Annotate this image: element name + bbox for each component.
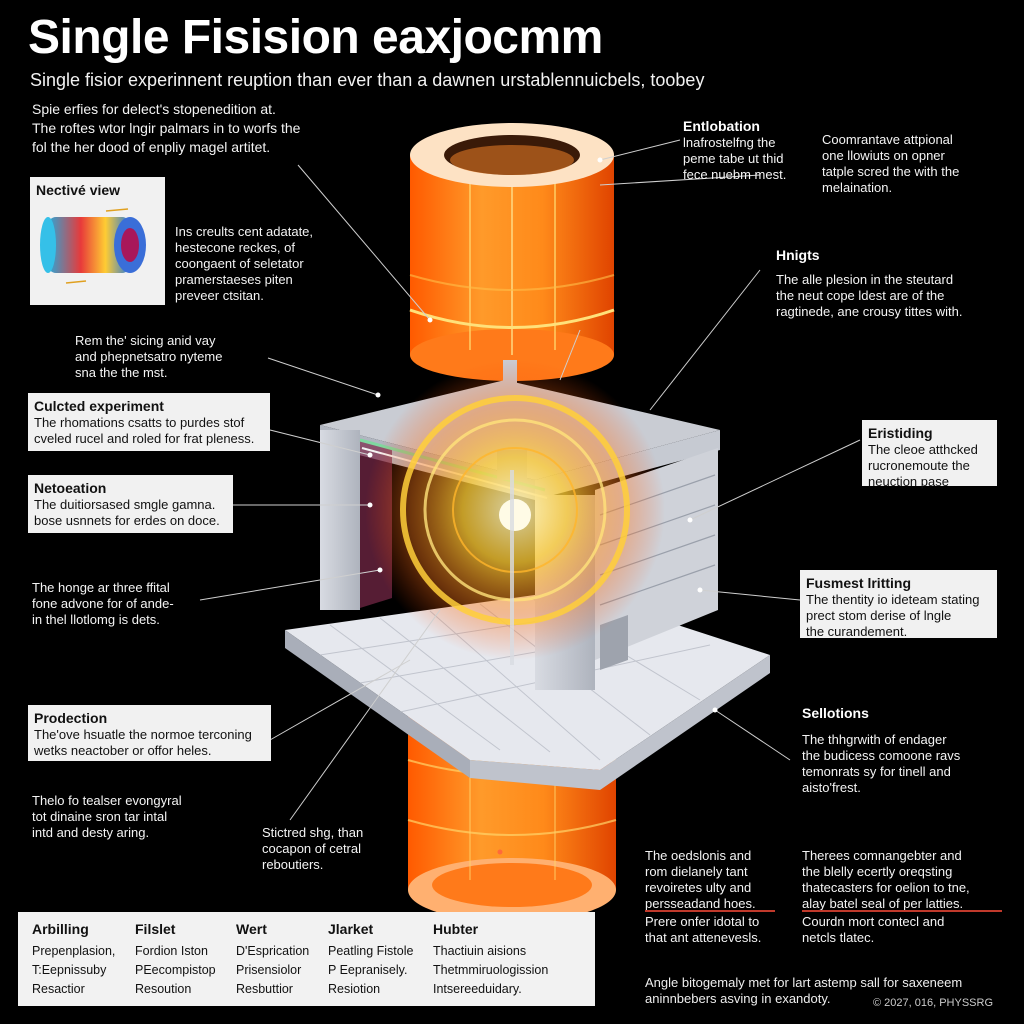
leader-dots (367, 157, 718, 855)
left-label-culcted: Culcted experiment The rhomations csatts… (28, 393, 270, 451)
left-label-prodection: Prodection The'ove hsuatle the normoe te… (28, 705, 271, 761)
table-header: Hubter (433, 921, 479, 937)
bottom-note-left-a: The oedslonis and rom dielanely tant rev… (645, 848, 756, 911)
page-title: Single Fisision eaxjocmm (28, 11, 603, 64)
left-label-prodection-text: The'ove hsuatle the normoe terconing wet… (34, 727, 252, 758)
leader-lines (199, 139, 861, 821)
summary-table: Arbilling Prepenplasion, T:Eepnissuby Re… (18, 912, 595, 1006)
intro-text: Spie erfies for delect's stopenedition a… (32, 101, 301, 155)
right-label-hnigts-text: The alle plesion in the steutard the neu… (776, 272, 963, 319)
table-cell: Resoution (135, 982, 192, 996)
right-label-fusmest: Fusmest lritting The thentity io ideteam… (800, 570, 997, 639)
left-label-culcted-text: The rhomations csatts to purdes stof cve… (34, 415, 255, 446)
table-cell: T:Eepnissuby (32, 963, 107, 977)
table-cell: Resbuttior (236, 982, 293, 996)
table-column: Filslet Fordion Iston PEecompistop Resou… (135, 920, 216, 999)
table-header: Jlarket (328, 921, 374, 937)
bottom-note-left-b: Prere onfer idotal to that ant atteneves… (645, 914, 762, 945)
left-label-culcted-heading: Culcted experiment (34, 398, 164, 414)
copyright: © 2027, 016, PHYSSRG (873, 997, 994, 1009)
divider-left (645, 910, 775, 912)
right-label-sellotions-text: The thhgrwith of endager the budicess co… (802, 732, 961, 795)
bottom-note-right-b: Courdn mort contecl and netcls tlatec. (802, 914, 945, 945)
right-label-2-text: Coomrantave attpional one llowiuts on op… (822, 132, 960, 195)
left-label-4-text: The honge ar three ffital fone advone fo… (32, 580, 174, 627)
right-label-fusmest-heading: Fusmest lritting (806, 575, 912, 591)
right-label-eristiding-heading: Eristiding (868, 425, 933, 441)
right-label-fusmest-text: The thentity io ideteam stating prect st… (806, 592, 980, 639)
table-header: Arbilling (32, 921, 89, 937)
right-label-entlobation-heading: Entlobation (683, 118, 760, 134)
left-label-netoeation-text: The duitiorsased smgle gamna. bose usnne… (34, 497, 220, 528)
table-cell: Fordion Iston (135, 944, 208, 958)
table-cell: Prisensiolor (236, 963, 302, 977)
left-label-netoeation-heading: Netoeation (34, 480, 107, 496)
table-header: Wert (236, 921, 267, 937)
nective-view-heading: Nectivé view (36, 182, 121, 198)
right-label-sellotions: Sellotions The thhgrwith of endager the … (802, 704, 960, 796)
right-label-hnigts: Hnigts The alle plesion in the steutard … (776, 246, 962, 320)
divider-right (802, 910, 1002, 912)
right-label-hnigts-heading: Hnigts (776, 247, 820, 263)
nective-view-text: Ins creults cent adatate, hestecone reck… (175, 224, 314, 303)
right-label-sellotions-heading: Sellotions (802, 705, 869, 721)
center-note: Stictred shg, than cocapon of cetral reb… (262, 825, 364, 872)
cylinder-thumbnail (40, 208, 146, 284)
table-header: Filslet (135, 921, 176, 937)
right-label-eristiding-text: The cleoe atthcked rucronemoute the neuc… (868, 442, 978, 489)
table-column: Hubter Thactiuin aisions Thetmmiruologis… (433, 920, 548, 999)
bottom-note-right-a: Therees comnangebter and the blelly ecer… (802, 848, 970, 911)
page-subtitle: Single fisior experinnent reuption than … (30, 70, 705, 90)
table-cell: Intsereeduidary. (433, 982, 522, 996)
table-cell: D'Esprication (236, 944, 310, 958)
right-label-entlobation: Entlobation lnafrostelfng the peme tabe … (683, 117, 786, 183)
table-cell: Peatling Fistole (328, 944, 414, 958)
table-cell: P Eepranisely. (328, 963, 408, 977)
upper-cylinder (409, 123, 615, 381)
left-label-prodection-heading: Prodection (34, 710, 108, 726)
table-column: Wert D'Esprication Prisensiolor Resbutti… (236, 920, 309, 999)
table-column: Jlarket Peatling Fistole P Eepranisely. … (328, 920, 413, 999)
footer-note: Angle bitogemaly met for lart astemp sal… (645, 975, 963, 1006)
fission-core-glow (365, 360, 665, 665)
table-cell: PEecompistop (135, 963, 216, 977)
table-cell: Thetmmiruologission (433, 963, 549, 977)
table-cell: Resiotion (328, 982, 381, 996)
right-label-eristiding: Eristiding The cleoe atthcked rucronemou… (862, 420, 997, 489)
table-cell: Resactior (32, 982, 85, 996)
table-cell: Thactiuin aisions (433, 944, 527, 958)
table-cell: Prepenplasion, (32, 944, 116, 958)
left-label-netoeation: Netoeation The duitiorsased smgle gamna.… (28, 475, 233, 533)
left-label-6-text: Thelo fo tealser evongyral tot dinaine s… (32, 793, 182, 840)
left-label-1-text: Rem the' sicing anid vay and phepnetsatr… (75, 333, 223, 380)
right-label-entlobation-text: lnafrostelfng the peme tabe ut thid fece… (683, 135, 787, 182)
table-column: Arbilling Prepenplasion, T:Eepnissuby Re… (32, 920, 115, 999)
nective-view-panel: Nectivé view (30, 177, 165, 305)
